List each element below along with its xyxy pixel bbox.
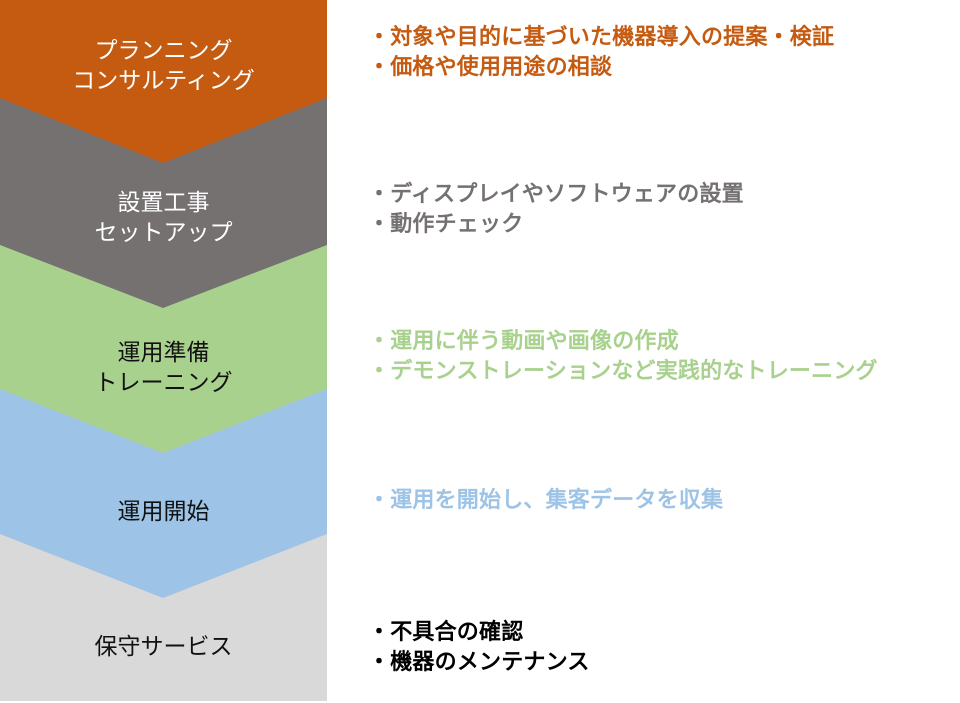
stage-details-setup: ・ディスプレイやソフトウェアの設置 ・動作チェック: [368, 180, 744, 240]
stage-details-planning: ・対象や目的に基づいた機器導入の提案・検証 ・価格や使用用途の相談: [368, 23, 834, 83]
detail-item: ・機器のメンテナンス: [368, 650, 590, 675]
stage-label-setup: 設置工事 セットアップ: [0, 188, 327, 248]
stage-label-line: セットアップ: [94, 220, 233, 246]
stage-details-maintenance: ・不具合の確認 ・機器のメンテナンス: [368, 618, 590, 678]
detail-item: ・動作チェック: [368, 212, 524, 237]
stage-label-start: 運用開始: [0, 497, 327, 527]
stage-label-line: コンサルティング: [72, 68, 255, 94]
stage-shape-planning: [0, 0, 327, 163]
detail-item: ・ディスプレイやソフトウェアの設置: [368, 182, 744, 207]
stage-label-planning: プランニング コンサルティング: [0, 36, 327, 96]
stage-label-line: 設置工事: [117, 190, 210, 216]
chevron-shapes: [0, 0, 327, 701]
detail-item: ・価格や使用用途の相談: [368, 55, 613, 80]
detail-item: ・運用に伴う動画や画像の作成: [368, 329, 679, 354]
detail-item: ・対象や目的に基づいた機器導入の提案・検証: [368, 25, 835, 50]
stage-label-maintenance: 保守サービス: [0, 632, 327, 662]
stage-details-prep: ・運用に伴う動画や画像の作成 ・デモンストレーションなど実践的なトレーニング: [368, 327, 878, 387]
stage-label-line: 保守サービス: [94, 634, 233, 660]
process-flow-column: プランニング コンサルティング 設置工事 セットアップ 運用準備 トレーニング …: [0, 0, 327, 701]
stage-label-prep: 運用準備 トレーニング: [0, 338, 327, 398]
detail-item: ・不具合の確認: [368, 620, 524, 645]
detail-item: ・デモンストレーションなど実践的なトレーニング: [368, 359, 878, 384]
stage-label-line: 運用開始: [117, 499, 210, 525]
stage-label-line: トレーニング: [94, 370, 233, 396]
detail-item: ・運用を開始し、集客データを収集: [368, 488, 724, 513]
stage-label-line: 運用準備: [117, 340, 210, 366]
stage-label-line: プランニング: [94, 38, 233, 64]
stage-details-start: ・運用を開始し、集客データを収集: [368, 486, 723, 516]
